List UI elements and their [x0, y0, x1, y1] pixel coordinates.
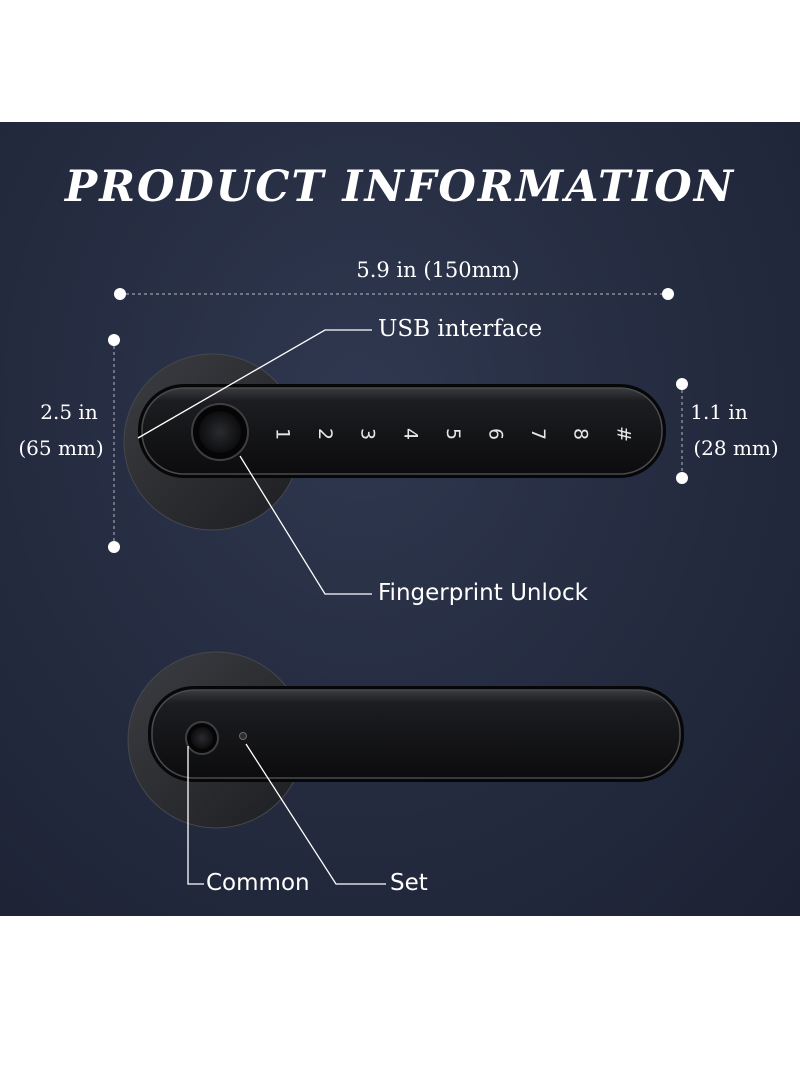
width-label: 5.9 in (150mm) [356, 258, 520, 282]
set-leader-line [245, 743, 386, 885]
common-leader-line [187, 746, 204, 885]
handle-height-dimension-line [676, 378, 688, 484]
keypad-key: 1 [272, 428, 294, 440]
product-panel: PRODUCT INFORMATION [0, 122, 800, 916]
height-label-in: 2.5 in [40, 400, 98, 424]
handle-height-label-in: 1.1 in [690, 400, 748, 424]
keypad: 1 2 3 4 5 6 7 8 # [272, 426, 635, 442]
usb-leader-line [137, 329, 372, 439]
keypad-key: 6 [485, 428, 507, 440]
keypad-key: 4 [399, 428, 421, 440]
fingerprint-leader-line [239, 455, 372, 595]
keypad-key: 5 [442, 428, 464, 440]
fingerprint-unlock-label: Fingerprint Unlock [378, 580, 588, 606]
set-label: Set [390, 870, 428, 896]
height-dimension-line [108, 334, 120, 553]
common-label: Common [206, 870, 310, 896]
handle-height-label-mm: (28 mm) [693, 436, 779, 460]
keypad-key: 7 [527, 428, 549, 440]
usb-interface-label: USB interface [378, 316, 543, 342]
product-illustration: 1 2 3 4 5 6 7 8 # [108, 288, 688, 885]
keypad-key: # [612, 426, 634, 442]
keypad-key: 8 [570, 428, 592, 440]
page-title: PRODUCT INFORMATION [64, 162, 736, 212]
lock-front-view: 1 2 3 4 5 6 7 8 # [123, 353, 666, 531]
keypad-key: 3 [357, 428, 379, 440]
keypad-key: 2 [314, 428, 336, 440]
lock-rear-view [127, 651, 684, 829]
width-dimension-line [114, 288, 674, 300]
height-label-mm: (65 mm) [18, 436, 104, 460]
